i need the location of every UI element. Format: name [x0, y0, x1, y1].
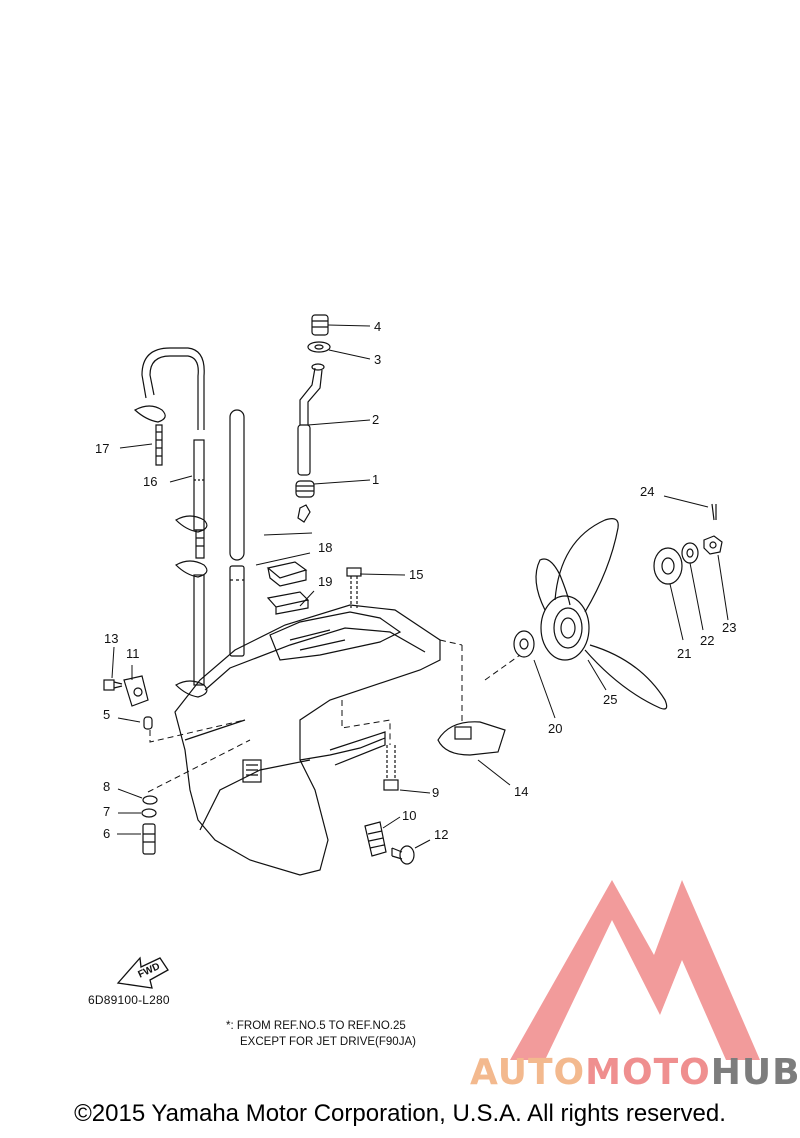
part-number-12: 12	[434, 827, 448, 842]
connector-lower	[195, 529, 205, 559]
washer-7	[141, 808, 157, 818]
copyright-notice: ©2015 Yamaha Motor Corporation, U.S.A. A…	[74, 1100, 726, 1127]
part-number-13: 13	[104, 631, 118, 646]
anode-11	[123, 675, 149, 707]
hose-clamps	[133, 405, 208, 698]
washer-8	[142, 795, 158, 805]
watermark-auto: AUTO	[470, 1052, 586, 1093]
part-number-10: 10	[402, 808, 416, 823]
watermark-logo-icon	[510, 880, 760, 1060]
footnote-line-2: EXCEPT FOR JET DRIVE(F90JA)	[240, 1036, 416, 1048]
part-number-8: 8	[103, 779, 110, 794]
part-number-14: 14	[514, 784, 528, 799]
part-number-3: 3	[374, 352, 381, 367]
part-number-5: 5	[103, 707, 110, 722]
nut-23	[703, 535, 723, 555]
water-pipe	[297, 363, 325, 476]
part-number-23: 23	[722, 620, 736, 635]
part-number-20: 20	[548, 721, 562, 736]
part-number-9: 9	[432, 785, 439, 800]
grommet-1	[295, 480, 315, 498]
watermark-hub: HUB	[710, 1052, 800, 1093]
connector-17	[155, 424, 163, 466]
fwd-arrow: FWD	[116, 956, 169, 989]
seal-3	[307, 341, 331, 353]
watermark-text: AUTOMOTOHUB	[470, 1052, 800, 1093]
part-number-16: 16	[143, 474, 157, 489]
grommet-4	[311, 314, 329, 336]
bolt-9	[383, 745, 399, 791]
leader-lines	[111, 324, 729, 849]
cooling-hose	[141, 347, 205, 686]
part-number-25: 25	[603, 692, 617, 707]
pin-5	[143, 716, 153, 730]
lower-unit-housing	[174, 604, 441, 876]
part-number-2: 2	[372, 412, 379, 427]
seal-18	[266, 561, 308, 587]
part-number-18: 18	[318, 540, 332, 555]
part-number-11: 11	[126, 646, 140, 661]
part-number-1: 1	[372, 472, 379, 487]
part-number-7: 7	[103, 804, 110, 819]
part-number-6: 6	[103, 826, 110, 841]
watermark-moto: MOTO	[585, 1052, 711, 1093]
washer-22	[681, 542, 699, 564]
cotter-pin-24	[711, 503, 717, 521]
cover-10	[364, 821, 387, 857]
part-number-4: 4	[374, 319, 381, 334]
trim-tab-14	[437, 721, 506, 756]
exploded-parts-diagram: 1 2 3 4 5 6 7 8 9 10 11 12 13 14 15 16 1…	[95, 314, 760, 1060]
footnote: *: FROM REF.NO.5 TO REF.NO.25 EXCEPT FOR…	[226, 1018, 416, 1050]
diagram-code: 6D89100-L280	[88, 993, 170, 1007]
bolt-13	[103, 679, 123, 691]
bolt-15	[346, 567, 362, 608]
drive-shaft	[229, 409, 245, 657]
spacer-21	[653, 547, 683, 585]
part-number-17: 17	[95, 441, 109, 456]
footnote-line-1: *: FROM REF.NO.5 TO REF.NO.25	[226, 1020, 406, 1032]
plate-19	[266, 591, 310, 615]
spacer-20	[513, 630, 535, 658]
screw-12	[391, 845, 415, 865]
bolt-6	[142, 823, 156, 855]
propeller-25	[535, 518, 668, 710]
part-number-15: 15	[409, 567, 423, 582]
part-number-22: 22	[700, 633, 714, 648]
part-number-24: 24	[640, 484, 654, 499]
part-number-21: 21	[677, 646, 691, 661]
part-number-19: 19	[318, 574, 332, 589]
